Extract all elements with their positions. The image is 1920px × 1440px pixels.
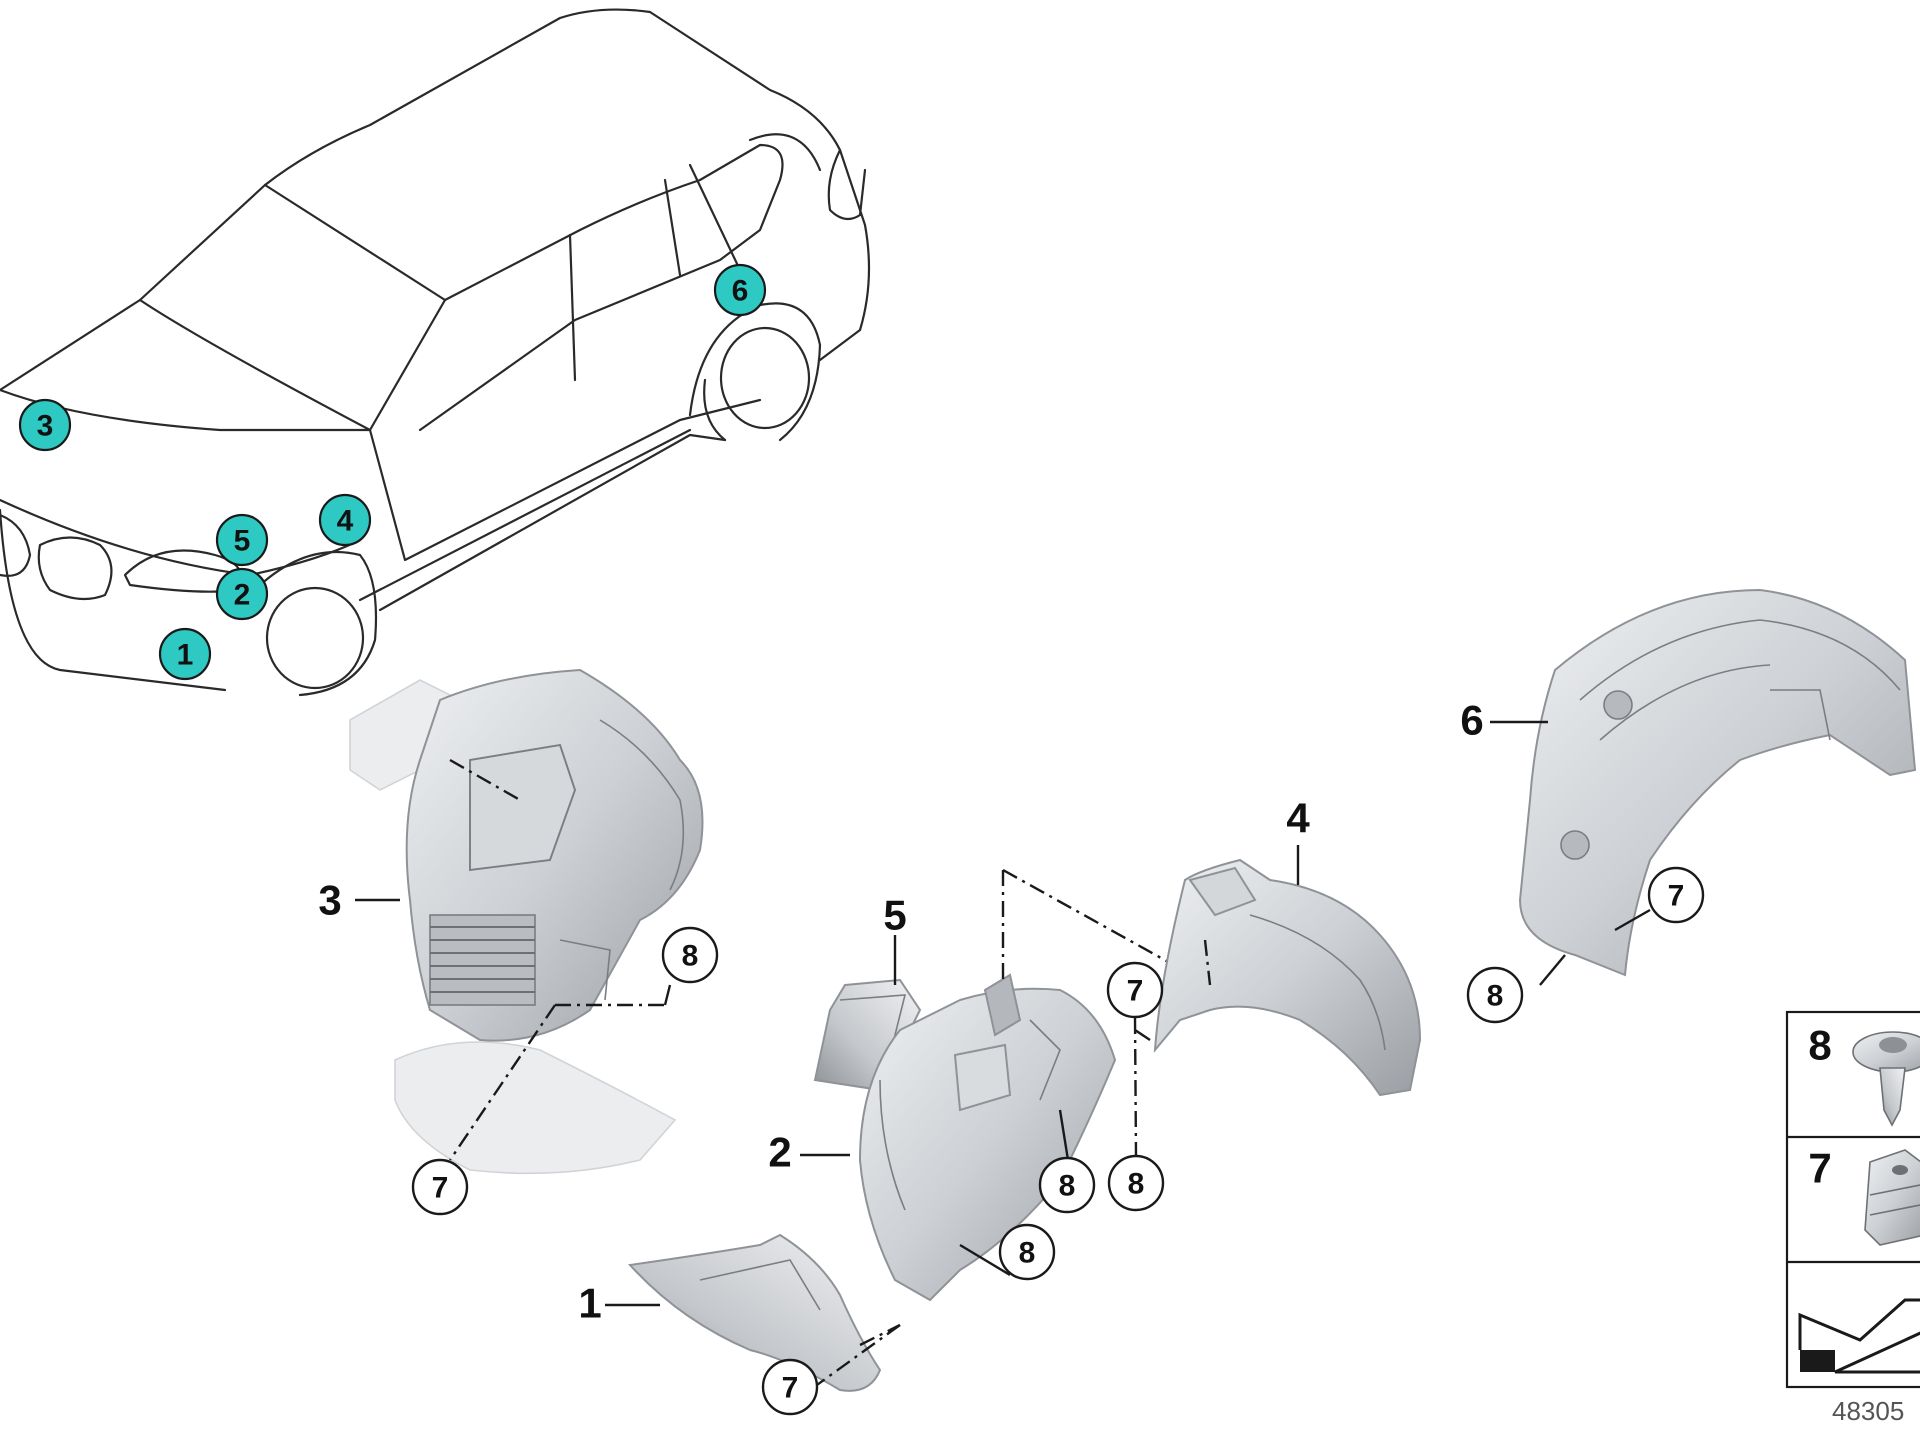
- svg-text:1: 1: [177, 639, 194, 672]
- svg-text:6: 6: [732, 275, 749, 308]
- svg-text:7: 7: [1668, 880, 1685, 913]
- svg-text:8: 8: [1059, 1170, 1076, 1203]
- fastener-legend: 8 7: [1785, 1010, 1920, 1389]
- car-marker-3[interactable]: 3: [18, 398, 72, 452]
- car-marker-5[interactable]: 5: [215, 513, 269, 567]
- svg-text:3: 3: [37, 410, 54, 443]
- callout-7-part4[interactable]: 7: [1106, 961, 1164, 1019]
- callout-7-part1[interactable]: 7: [761, 1358, 819, 1416]
- legend-label-8: 8: [1808, 1022, 1831, 1069]
- svg-text:8: 8: [1019, 1237, 1036, 1270]
- callout-8-part2-right[interactable]: 8: [1038, 1156, 1096, 1214]
- svg-text:7: 7: [432, 1172, 449, 1205]
- part-label-6[interactable]: 6: [1460, 697, 1483, 744]
- legend-row-direction-icon: [1798, 1298, 1920, 1374]
- part-label-5[interactable]: 5: [883, 892, 906, 939]
- vent-grille: [429, 914, 536, 1006]
- legend-row-clip-nut[interactable]: 7: [1808, 1145, 1920, 1246]
- callout-8-part3[interactable]: 8: [661, 926, 719, 984]
- svg-text:4: 4: [337, 505, 354, 538]
- car-illustration: [0, 8, 871, 697]
- svg-text:8: 8: [1128, 1168, 1145, 1201]
- callout-7-part3[interactable]: 7: [411, 1158, 469, 1216]
- callout-8-part6[interactable]: 8: [1466, 966, 1524, 1024]
- part-2-wheel-arch-cover: [858, 973, 1117, 1302]
- part-label-2[interactable]: 2: [768, 1129, 791, 1176]
- car-marker-1[interactable]: 1: [158, 627, 212, 681]
- svg-text:2: 2: [234, 579, 251, 612]
- svg-text:7: 7: [782, 1372, 799, 1405]
- part-6-rear-wheel-arch-liner: [1518, 588, 1917, 977]
- svg-text:8: 8: [1487, 980, 1504, 1013]
- car-marker-4[interactable]: 4: [318, 493, 372, 547]
- part-label-3[interactable]: 3: [318, 877, 341, 924]
- callout-8-part4[interactable]: 8: [1107, 1154, 1165, 1212]
- legend-label-7: 7: [1808, 1145, 1831, 1192]
- callout-8-part2-lower[interactable]: 8: [998, 1223, 1056, 1281]
- callout-7-part6[interactable]: 7: [1647, 866, 1705, 924]
- part-1-underbody-shield: [627, 1233, 882, 1392]
- part-label-1[interactable]: 1: [578, 1280, 601, 1327]
- svg-text:5: 5: [234, 525, 251, 558]
- svg-text:7: 7: [1127, 975, 1144, 1008]
- part-label-4[interactable]: 4: [1286, 795, 1310, 842]
- car-marker-6[interactable]: 6: [713, 263, 767, 317]
- legend-row-push-rivet[interactable]: 8: [1808, 1022, 1920, 1127]
- car-marker-2[interactable]: 2: [215, 567, 269, 621]
- diagram-reference-number: 48305: [1832, 1396, 1904, 1426]
- svg-text:8: 8: [682, 940, 699, 973]
- part-4-wheel-arch-liner: [1153, 858, 1422, 1097]
- part-3-wheel-arch-liner-front: [349, 668, 704, 1175]
- car-markers: 3 5 4 2 1 6: [18, 263, 767, 681]
